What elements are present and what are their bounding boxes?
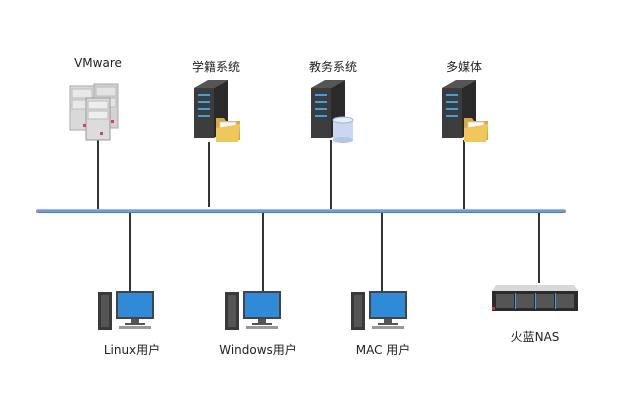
link-linux — [129, 213, 131, 293]
link-duomeiti — [463, 140, 465, 210]
server-label-duomeiti: 多媒体 — [445, 60, 483, 74]
server-database-icon — [311, 80, 354, 143]
server-label-vmware: VMware — [74, 56, 122, 70]
server-cluster-icon — [69, 83, 119, 141]
server-folder-icon — [194, 80, 240, 142]
link-xueji — [208, 142, 210, 207]
desktop-computer-icon — [98, 291, 154, 330]
client-label-nas: 火蓝NAS — [510, 330, 560, 344]
link-vmware — [97, 140, 99, 210]
client-label-linux: Linux用户 — [103, 343, 161, 357]
link-jiaowu — [330, 140, 332, 210]
desktop-computer-icon — [225, 291, 281, 330]
rack-nas-icon — [492, 285, 578, 311]
server-label-xueji: 学籍系统 — [191, 60, 241, 74]
link-mac — [381, 213, 383, 293]
server-label-jiaowu: 教务系统 — [308, 60, 358, 74]
desktop-computer-icon — [351, 291, 407, 330]
network-bus — [36, 209, 566, 213]
link-windows — [262, 213, 264, 293]
link-nas — [538, 213, 540, 283]
server-folder-icon — [442, 80, 488, 142]
client-label-windows: Windows用户 — [219, 343, 297, 357]
client-label-mac: MAC 用户 — [355, 343, 411, 357]
